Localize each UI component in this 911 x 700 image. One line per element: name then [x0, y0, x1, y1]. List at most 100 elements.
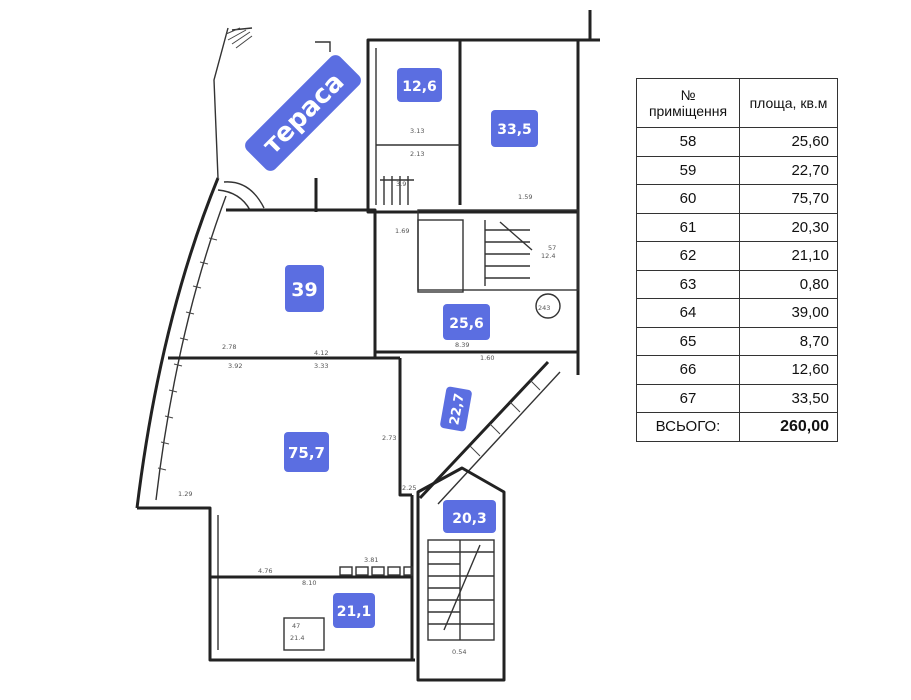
dimension-label: 57: [548, 244, 556, 252]
diagonal-wall-inner: [437, 371, 561, 505]
dimension-label: 1.29: [178, 490, 192, 498]
tower-stair: [427, 539, 495, 641]
room-tag: 39: [285, 265, 324, 312]
room-tag: 12,6: [397, 68, 442, 102]
terrace-wall: [213, 27, 229, 179]
dimension-label: 3.9: [396, 180, 406, 188]
room-25-wall: [373, 210, 578, 354]
table-header-row: № приміщення площа, кв.м: [636, 78, 838, 128]
room-21-fixtures: [283, 566, 413, 651]
floor-plan-walls: [135, 10, 600, 682]
room-75-south-wall: [137, 506, 415, 662]
room-number: 58: [636, 127, 740, 157]
room-tag-label: 25,6: [449, 316, 484, 332]
room-tag: 20,3: [443, 500, 496, 533]
dimension-label: 8.10: [302, 579, 316, 587]
dimension-label: 3.92: [228, 362, 242, 370]
entry-arc: [223, 181, 265, 209]
dimension-label: 2.13: [410, 150, 424, 158]
dimension-label: 47: [292, 622, 300, 630]
small-stair: [380, 176, 414, 205]
dimension-label: 3.81: [364, 556, 378, 564]
room-area: 21,10: [739, 241, 838, 271]
dimension-label: 21.4: [290, 634, 304, 642]
room-tag: 21,1: [333, 593, 375, 628]
room-area: 33,50: [739, 383, 838, 413]
header-area: площа, кв.м: [739, 78, 838, 128]
room-tag-label: 75,7: [288, 444, 325, 462]
dimension-labels: 3.13 2.13 1.59 1.69 2.78 4.12 3.92 3.33 …: [178, 127, 556, 656]
dimension-label: 4.76: [258, 567, 272, 575]
dimension-label: 1.59: [518, 193, 532, 201]
entry-arc: [217, 189, 251, 211]
room-tag-label: 39: [291, 279, 317, 301]
terrace-hatch: [225, 27, 253, 49]
west-curved-wall-outer: [135, 177, 220, 509]
table-total-row: ВСЬОГО: 260,00: [636, 412, 838, 442]
room-tag-label: 21,1: [337, 604, 372, 620]
room-number: 66: [636, 355, 740, 385]
dimension-label: 2.73: [382, 434, 396, 442]
diagonal-windows: [469, 379, 541, 457]
column-marker: 243: [538, 304, 550, 312]
terrace-badge: тераса: [245, 55, 361, 171]
column-243: [535, 293, 561, 319]
dimension-label: 12.4: [541, 252, 555, 260]
dimension-label: 0.54: [452, 648, 466, 656]
room-area: 39,00: [739, 298, 838, 328]
room-number: 60: [636, 184, 740, 214]
dimension-label: 4.12: [314, 349, 328, 357]
room-area: 12,60: [739, 355, 838, 385]
dimension-label: 2.78: [222, 343, 236, 351]
header-room-number: № приміщення: [636, 78, 740, 128]
room-tag-label: 33,5: [497, 122, 532, 138]
total-label: ВСЬОГО:: [636, 412, 740, 442]
dimension-label: 1.69: [395, 227, 409, 235]
dimension-label: 8.39: [455, 341, 469, 349]
dimension-label: 2.25: [402, 484, 416, 492]
main-stair: [484, 220, 533, 286]
room-number: 64: [636, 298, 740, 328]
room-tag-label: 12,6: [402, 79, 437, 95]
room-22-wall: [398, 358, 412, 497]
diagonal-wall-outer: [418, 360, 550, 500]
stair-tower-wall: [416, 466, 506, 682]
room-tag: 25,6: [443, 304, 490, 340]
terrace-label: тераса: [257, 67, 350, 160]
room-number: 62: [636, 241, 740, 271]
room-number: 59: [636, 155, 740, 185]
dimension-label: 3.33: [314, 362, 328, 370]
west-wall-windows: [157, 237, 218, 471]
room-area: 25,60: [739, 127, 838, 157]
room-number: 63: [636, 269, 740, 299]
west-curved-wall-inner: [155, 195, 227, 501]
dimension-label: 3.13: [410, 127, 424, 135]
room-area: 22,70: [739, 155, 838, 185]
room-tag: 22,7: [440, 386, 472, 432]
room-area: 0,80: [739, 269, 838, 299]
room-tag-label: 22,7: [447, 392, 467, 426]
total-value: 260,00: [739, 412, 838, 442]
room-tag-label: 20,3: [452, 511, 487, 527]
room-tag: 75,7: [284, 432, 329, 472]
room-tag: 33,5: [491, 110, 538, 147]
room-area: 8,70: [739, 326, 838, 356]
stair-well: [417, 219, 464, 293]
room-number: 67: [636, 383, 740, 413]
terrace-corner-mark: [315, 41, 331, 52]
room-number: 65: [636, 326, 740, 356]
room-area: 20,30: [739, 212, 838, 242]
room-area: 75,70: [739, 184, 838, 214]
room-number: 61: [636, 212, 740, 242]
